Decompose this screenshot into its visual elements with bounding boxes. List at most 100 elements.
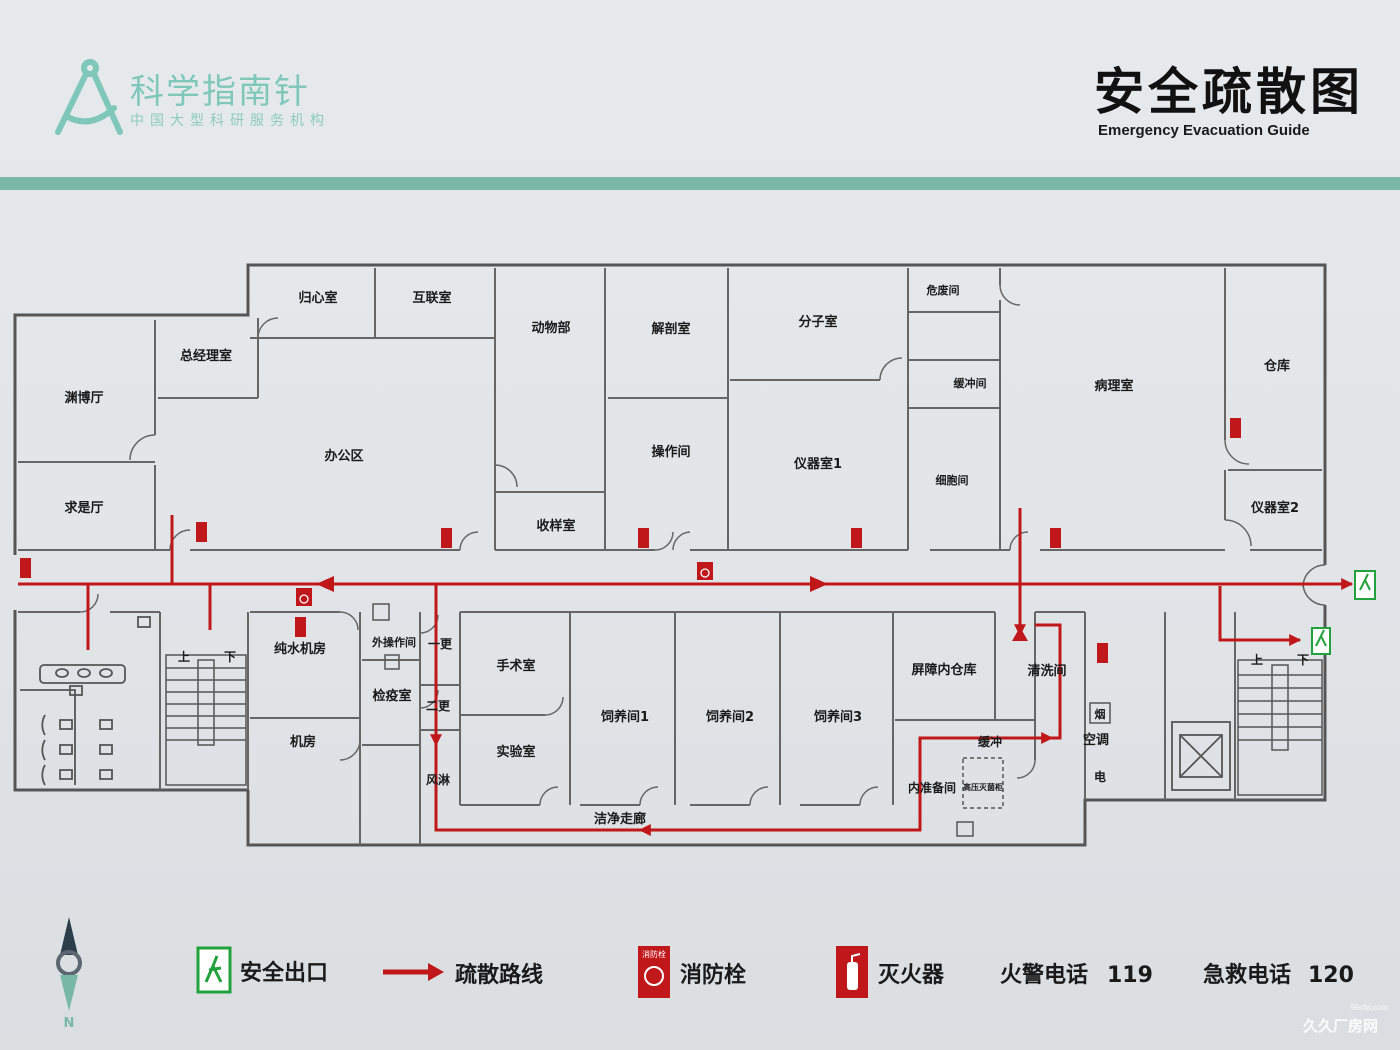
route-arrow-right [810,576,828,592]
room-label-pingzhang: 屏障内仓库 [911,662,976,678]
page-subtitle: Emergency Evacuation Guide [1098,122,1310,139]
room-label-qiushi: 求是厅 [64,500,103,516]
room-label-yuanbo: 渊博厅 [64,390,103,406]
room-label-siyang1: 饲养间1 [600,709,649,725]
room-label-bangong: 办公区 [324,448,363,464]
room-label-huanchong: 缓冲 [978,734,1002,749]
room-label-dongwu: 动物部 [531,320,570,336]
hydrant-icon-text: 消防栓 [642,949,666,959]
stairs-left [165,654,247,786]
extinguisher-icon [638,528,649,548]
smoke-shaft-box [1089,702,1111,724]
inner-walls [18,268,1322,845]
room-label-jifang: 机房 [290,734,316,750]
room-label-gaoya: 高压灭菌柜 [963,782,1003,792]
extinguisher-icon [1097,643,1108,663]
room-label-shiyan: 实验室 [496,744,535,760]
door-control-box [372,603,390,621]
legend-hydrant: 消防栓 消防栓 [638,946,746,998]
legend-exit-label: 安全出口 [240,960,328,986]
legend-ambulance-phone: 急救电话 120 [1203,962,1354,988]
compass-logo-icon [55,59,123,135]
legend: 安全出口 疏散路线 消防栓 消防栓 灭火器 火警电话 119 急救电话 120 [196,946,1354,998]
room-label-ergeng: 二更 [426,699,451,713]
legend-route-label: 疏散路线 [455,962,543,988]
watermark-url: 99cfw.com [1350,1003,1388,1012]
room-label-chunshui: 纯水机房 [274,641,326,657]
stair-up-right: 上 [1251,652,1263,667]
room-label-zongjingli: 总经理室 [180,348,232,364]
route-arrow-up [1012,627,1028,641]
room-label-hulian: 互联室 [412,290,451,306]
hydrant-icon [296,588,312,606]
room-label-caozuo: 操作间 [651,444,690,460]
elevator [1171,721,1231,791]
autoclave-box [962,757,1004,809]
stairs-right [1237,659,1323,796]
legend-fire-phone: 火警电话 119 [1000,963,1153,988]
ambulance-phone-label: 急救电话 [1203,962,1291,988]
room-label-dian: 电 [1094,769,1106,784]
room-label-kongtiao: 空调 [1083,732,1109,748]
hydrant-legend-icon [638,946,670,998]
page-title: 安全疏散图 [1094,63,1364,121]
route-arrow-left [316,576,334,592]
room-label-yiqi2: 仪器室2 [1250,500,1299,516]
room-label-shouyang: 收样室 [536,518,575,534]
room-label-guixin: 归心室 [298,290,337,306]
door-swings [79,284,1326,806]
legend-extinguisher: 灭火器 [836,946,945,998]
room-label-yigeng: 一更 [428,637,453,651]
extinguisher-icon [851,528,862,548]
extinguisher-icon [295,617,306,637]
legend-extinguisher-label: 灭火器 [878,963,945,988]
exit-sign-icons [1311,570,1376,655]
room-label-huanchong-top: 缓冲间 [954,376,987,390]
room-label-fenglin: 风淋 [426,772,450,787]
stair-down-left: 下 [224,650,236,664]
autoclave-marker-box [956,821,974,837]
room-label-jiepou: 解剖室 [650,321,690,337]
room-label-neizhunbei: 内准备间 [908,780,956,795]
extinguisher-icon [1230,418,1241,438]
exit-sign-east-icon [1354,570,1376,600]
room-label-bingli: 病理室 [1094,378,1133,394]
fire-phone-number: 119 [1107,963,1153,988]
logo-tagline: 中国大型科研服务机构 [130,113,330,129]
evacuation-routes [18,508,1354,836]
pass-box [384,654,400,670]
fire-phone-label: 火警电话 [1000,963,1088,988]
room-label-jiejing: 洁净走廊 [594,811,646,827]
watermark-brand: 久久厂房网 [1302,1018,1378,1035]
room-label-qingxi: 清洗间 [1027,663,1066,679]
legend-hydrant-label: 消防栓 [680,963,746,988]
north-compass-icon: N [56,917,82,1031]
ambulance-phone-number: 120 [1308,963,1354,988]
room-label-fenzi: 分子室 [798,314,837,330]
room-label-waicaozuo: 外操作间 [371,635,416,649]
extinguisher-icon [1050,528,1061,548]
extinguisher-icon [441,528,452,548]
extinguisher-markers [20,418,1241,663]
stair-up-left: 上 [178,649,190,664]
compass-north-label: N [64,1016,75,1031]
legend-route: 疏散路线 [383,962,543,988]
room-label-shoushu: 手术室 [496,658,535,674]
header-divider-band [0,177,1400,190]
outer-walls [13,263,1327,847]
extinguisher-icon [20,558,31,578]
room-label-xibao: 细胞间 [936,473,969,487]
legend-exit: 安全出口 [196,946,328,994]
room-label-siyang3: 饲养间3 [813,709,862,725]
room-label-yiqi1: 仪器室1 [793,456,842,472]
hydrant-markers [296,562,713,606]
room-labels: 归心室 互联室 总经理室 渊博厅 求是厅 办公区 动物部 解剖室 操作间 收样室… [64,283,1309,827]
logo-name: 科学指南针 [130,72,310,112]
restroom-fixtures [20,616,151,786]
room-label-jianyi: 检疫室 [372,688,411,704]
stair-down-right: 下 [1297,653,1309,667]
exit-sign-stair-icon [1311,627,1331,655]
extinguisher-icon [196,522,207,542]
